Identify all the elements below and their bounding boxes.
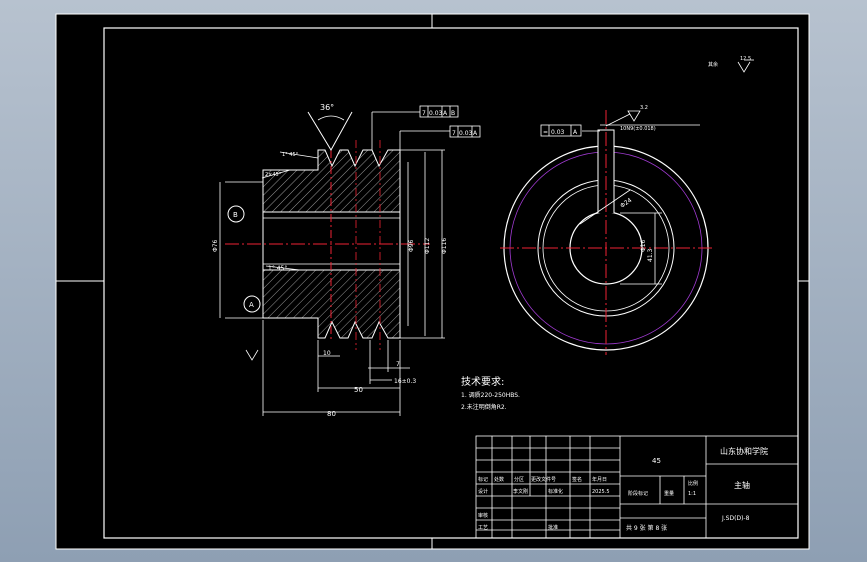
datum-a-circle xyxy=(243,295,261,313)
section-view xyxy=(219,105,481,416)
tb-school: 山东协和学院 xyxy=(720,446,768,456)
notes-line-2: 2.未注明倒角R2. xyxy=(461,403,507,411)
tb-author: 李文刚 xyxy=(513,488,528,495)
tb-part-name: 主轴 xyxy=(734,480,750,490)
chamfer-label-1: 1° 45° xyxy=(282,152,299,158)
tb-scale-label: 比例 xyxy=(688,480,698,487)
tb-approve: 批准 xyxy=(548,524,558,531)
tb-date: 2025.5 xyxy=(592,489,610,495)
dim-112: Φ112 xyxy=(424,238,431,254)
tb-mark: 标记 xyxy=(478,476,488,483)
tb-drawing-no: J.SD(D)-8 xyxy=(721,515,750,522)
tb-designer: 设计 xyxy=(478,488,488,495)
fcf-right-sym: = xyxy=(543,129,548,136)
tb-change-no: 更改文件号 xyxy=(531,476,556,483)
dim-96: Φ96 xyxy=(408,239,415,252)
title-block xyxy=(475,435,799,539)
tb-weight: 重量 xyxy=(664,490,674,497)
tb-std: 标准化 xyxy=(548,488,563,495)
tb-sign: 签名 xyxy=(572,476,582,483)
datum-b-circle xyxy=(227,205,245,223)
tb-ymd: 年月日 xyxy=(592,476,607,483)
outer-frame xyxy=(55,13,810,550)
fcf-top-b: B xyxy=(451,110,455,117)
dim-80: 80 xyxy=(327,410,336,418)
dim-10: 10 xyxy=(323,350,331,357)
roughness-a: 3.2 xyxy=(640,105,648,111)
chamfer-label-2: 2×45° xyxy=(265,172,282,178)
fcf-right-val: 0.03 xyxy=(551,129,565,136)
datum-b-letter: B xyxy=(233,211,238,219)
tb-craft: 工艺 xyxy=(478,525,488,531)
tb-review: 审核 xyxy=(478,512,488,519)
dim-116: Φ116 xyxy=(441,238,448,254)
tb-material: 45 xyxy=(652,457,661,465)
centering-marks xyxy=(56,14,809,549)
fcf-right-a: A xyxy=(573,129,578,136)
dim-16: 16±0.3 xyxy=(394,378,416,385)
tb-qty: 处数 xyxy=(494,476,504,483)
datum-a-letter: A xyxy=(249,301,254,309)
front-view xyxy=(500,110,712,355)
dim-413: 41.3 xyxy=(647,248,654,262)
angle-label: 36° xyxy=(320,103,334,112)
tb-scale: 1:1 xyxy=(688,491,696,497)
fcf-mid-val: 0.03 xyxy=(459,130,473,137)
tb-stage: 阶段标记 xyxy=(628,490,648,497)
hatch-top xyxy=(262,149,401,213)
keyway-tol: 10N9(±0.018) xyxy=(620,126,656,132)
roughness-other-label: 其余 xyxy=(708,61,718,68)
dim-50: 50 xyxy=(354,386,363,394)
notes-title: 技术要求: xyxy=(461,375,504,388)
hatch-bottom xyxy=(262,269,401,339)
tb-sheet: 共 9 张 第 8 张 xyxy=(626,524,667,532)
inner-frame xyxy=(103,27,799,539)
chamfer-label-inner: 1° 45° xyxy=(268,265,287,272)
fcf-mid-sym: 7 xyxy=(452,130,456,137)
dim-r16: Φ16 xyxy=(640,239,647,252)
fcf-top-a: A xyxy=(443,110,448,117)
dim-7: 7 xyxy=(396,361,400,368)
fcf-top-val: 0.03 xyxy=(429,110,443,117)
tb-zone: 分区 xyxy=(514,476,524,483)
roughness-other-val: 12.5 xyxy=(740,56,751,62)
fcf-top-sym: 7 xyxy=(422,110,426,117)
fcf-mid-a: A xyxy=(473,130,478,137)
notes-line-1: 1. 调质220-250HBS. xyxy=(461,391,520,399)
dim-76: Φ76 xyxy=(212,239,219,252)
